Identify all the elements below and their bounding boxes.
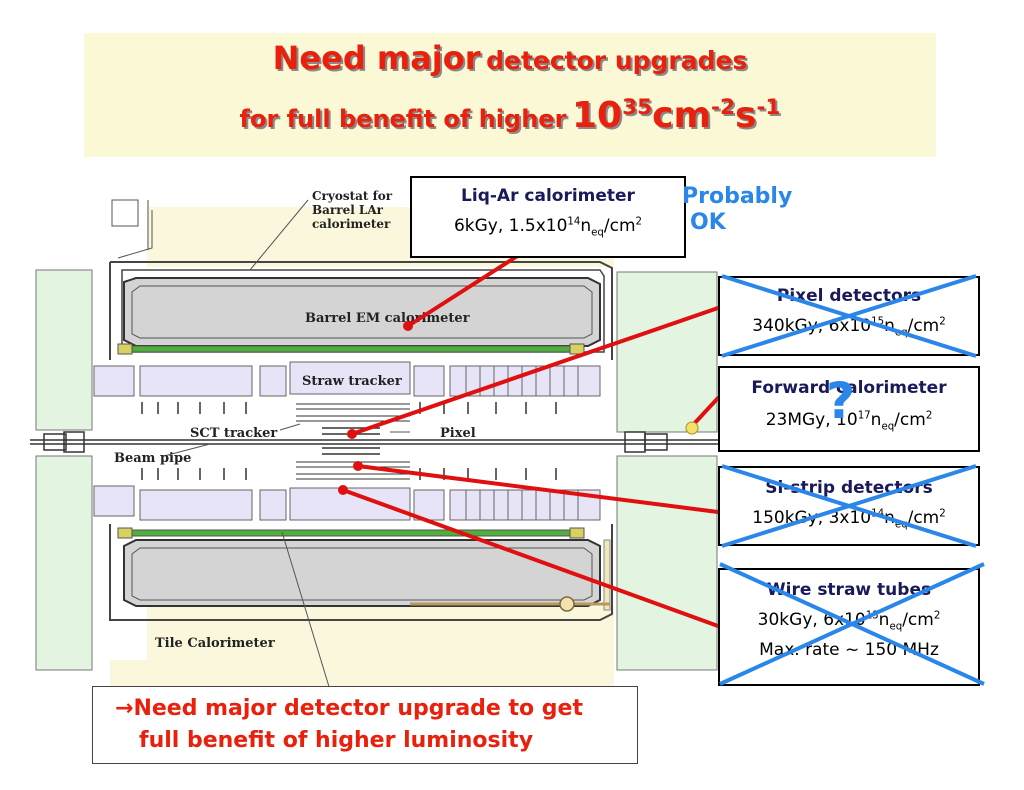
barrel-em-lower-inner xyxy=(131,547,593,601)
dot-barrel-em xyxy=(403,321,413,331)
sct-leader xyxy=(279,423,301,431)
forward-calorimeter-box: Forward calorimeter 23MGy, 1017neq/cm2 xyxy=(718,366,980,452)
wire-straw-title: Wire straw tubes xyxy=(766,580,932,600)
inner-box-g xyxy=(139,489,253,521)
barrel-em-upper xyxy=(123,277,601,347)
sct-tracker-label: SCT tracker xyxy=(190,426,277,441)
title-rest-part: detector upgrades xyxy=(486,46,748,75)
barrel-em-label: Barrel EM calorimeter xyxy=(305,311,470,326)
pixel-detectors-dose: 340kGy, 6x1015neq/cm2 xyxy=(752,316,946,339)
beam-pipe-leader xyxy=(163,443,211,457)
left-endcap-upper xyxy=(35,269,93,431)
inner-box-f xyxy=(93,485,135,517)
conclusion-line-2: full benefit of higher luminosity xyxy=(139,728,534,753)
dot-straw xyxy=(338,485,348,495)
cryostat-label-2: Barrel LAr xyxy=(312,203,384,217)
beam-pipe-line xyxy=(30,431,720,453)
lower-feedthrough xyxy=(603,539,611,611)
cryostat-label-1: Cryostat for xyxy=(312,189,393,203)
si-strip-box: Si-strip detectors 150kGy, 3x1014neq/cm2 xyxy=(718,466,980,546)
cryostat-label-3: calorimeter xyxy=(312,217,391,231)
upper-stub xyxy=(111,199,139,227)
tile-calorimeter-label: Tile Calorimeter xyxy=(155,636,275,651)
right-endcap-lower xyxy=(616,455,718,671)
question-mark-icon: ? xyxy=(826,372,856,430)
title-line-1: Need major detector upgrades xyxy=(84,39,936,77)
upper-detail-lines xyxy=(117,200,153,259)
pointer-wire xyxy=(341,488,720,628)
conclusion-note: →Need major detector upgrade to get full… xyxy=(92,686,638,764)
straw-tracker-label: Straw tracker xyxy=(302,374,402,389)
lower-pulley xyxy=(559,596,575,612)
upper-solenoid-end-left xyxy=(117,343,133,355)
si-strip-dose: 150kGy, 3x1014neq/cm2 xyxy=(752,508,946,531)
tile-lower-region xyxy=(110,660,614,686)
cryostat-leader xyxy=(249,199,309,271)
red-pointers xyxy=(341,251,720,628)
liq-ar-box: Liq-Ar calorimeter 6kGy, 1.5x1014neq/cm2 xyxy=(410,176,686,258)
upper-solenoid-end-right xyxy=(569,343,585,355)
left-endcap-lower xyxy=(35,455,93,671)
conclusion-line-1: →Need major detector upgrade to get xyxy=(115,696,583,721)
ok-text: OK xyxy=(690,210,726,235)
liq-ar-dose: 6kGy, 1.5x1014neq/cm2 xyxy=(453,216,643,239)
title-banner: Need major detector upgrades for full be… xyxy=(84,33,936,157)
lower-solenoid-end-left xyxy=(117,527,133,539)
inner-box-b xyxy=(139,365,253,397)
title-line2-text: for full benefit of higher xyxy=(239,105,567,133)
barrel-em-lower xyxy=(123,539,601,607)
pointer-sistrip xyxy=(356,464,720,514)
tile-leader xyxy=(281,531,331,691)
pointer-forward xyxy=(690,396,720,428)
barrel-em-upper-inner xyxy=(131,285,593,339)
inner-box-a xyxy=(93,365,135,397)
lower-solenoid-end-right xyxy=(569,527,585,539)
pointer-liq-ar xyxy=(406,251,524,328)
inner-box-i xyxy=(413,489,445,521)
wire-straw-box: Wire straw tubes 30kGy, 6x1013neq/cm2 Ma… xyxy=(718,568,980,686)
straw-tracker-box-upper xyxy=(289,361,411,395)
arrow-icon: → xyxy=(115,696,134,721)
forward-calorimeter-title: Forward calorimeter xyxy=(751,378,947,398)
pixel-detectors-box: Pixel detectors 340kGy, 6x1015neq/cm2 xyxy=(718,276,980,356)
inner-box-c xyxy=(259,365,287,397)
dot-pixel xyxy=(347,429,357,439)
liq-ar-title: Liq-Ar calorimeter xyxy=(461,186,635,206)
inner-box-e xyxy=(449,365,601,397)
pixel-detectors-title: Pixel detectors xyxy=(776,286,922,306)
dot-sistrip xyxy=(353,461,363,471)
inner-box-h xyxy=(259,489,287,521)
pointer-pixel xyxy=(350,306,720,436)
upper-inner-outline xyxy=(121,269,605,353)
title-line-2: for full benefit of higher 1035cm-2s-1 xyxy=(84,95,936,136)
lower-solenoid-bar xyxy=(129,529,571,537)
forward-calorimeter-dose: 23MGy, 1017neq/cm2 xyxy=(765,410,933,433)
si-strip-title: Si-strip detectors xyxy=(765,478,933,498)
endcap-straw-lines-lower xyxy=(465,490,579,520)
right-endcap-upper xyxy=(616,271,718,433)
probably-ok-note: Probably OK xyxy=(682,184,792,236)
sct-layers-lower xyxy=(296,461,410,480)
title-luminosity: 1035cm-2s-1 xyxy=(571,95,781,136)
probably-text: Probably xyxy=(682,184,793,209)
title-bold-part: Need major xyxy=(272,39,481,77)
pixel-label: Pixel xyxy=(440,426,476,441)
dot-forward xyxy=(685,421,699,435)
upper-cryostat-outline xyxy=(109,261,613,360)
inner-box-d xyxy=(413,365,445,397)
wire-straw-dose: 30kGy, 6x1013neq/cm2 xyxy=(757,610,941,633)
sct-ticks-lower xyxy=(141,468,557,480)
lower-cryostat-outline xyxy=(109,524,613,621)
upper-solenoid-bar xyxy=(129,345,571,353)
wire-straw-rate: Max. rate ~ 150 MHz xyxy=(759,640,939,660)
beam-pipe-label: Beam pipe xyxy=(114,451,191,466)
